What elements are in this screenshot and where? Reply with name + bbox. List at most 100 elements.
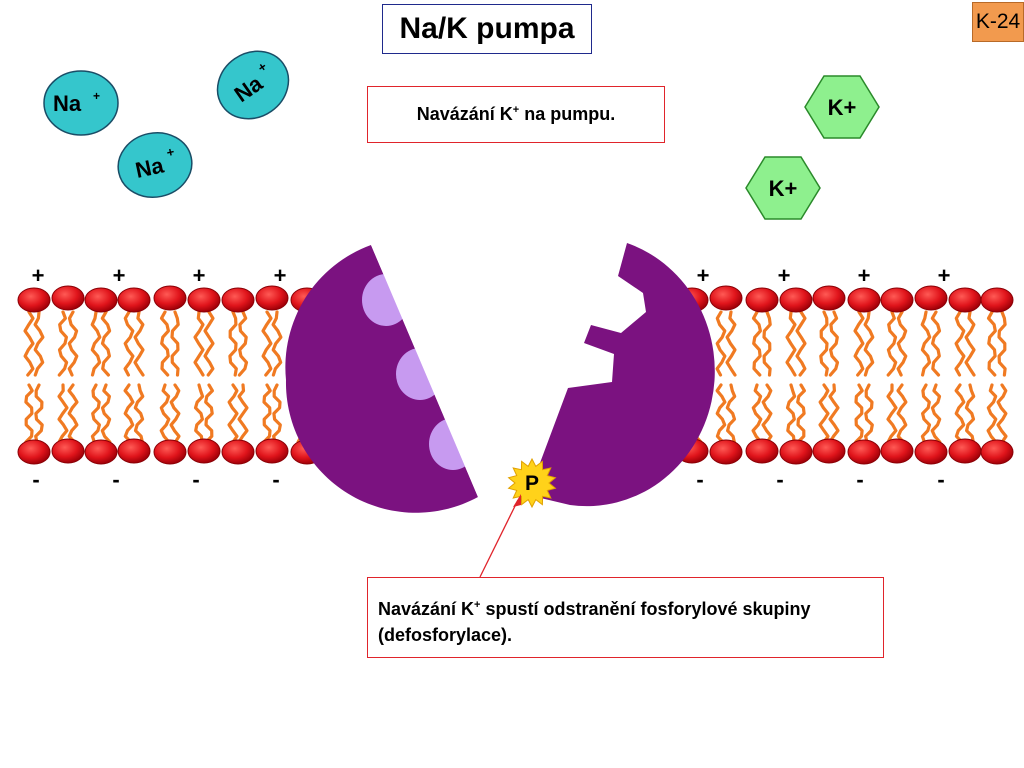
lipid-tail [954, 310, 966, 377]
lipid-tail [762, 310, 772, 377]
lipid-head [153, 439, 187, 465]
sodium-ion: Na + [117, 132, 193, 198]
minus-sign: - [776, 467, 783, 492]
lipid-tail [751, 310, 762, 377]
lipid-head [17, 287, 51, 313]
slide-title-text: Na/K pumpa [399, 12, 575, 45]
lipid-head [914, 285, 948, 311]
lipid-tail [67, 383, 79, 444]
lipid-head [221, 287, 255, 313]
membrane-minus-signs: - - - - - - - - [32, 467, 944, 492]
note-top-prefix: Navázání K [416, 104, 513, 124]
lipid-tail [725, 383, 737, 444]
note-bottom-suffix: spustí odstranění fosforylové skupiny (d… [378, 599, 811, 645]
minus-sign: - [112, 467, 119, 492]
note-bottom-prefix: Navázání K [378, 599, 475, 619]
lipid-tail [954, 383, 966, 444]
lipid-tail [23, 310, 35, 377]
plus-sign: + [858, 263, 871, 288]
lipid-tail [930, 310, 942, 377]
lipid-tail [996, 383, 1008, 444]
sodium-ion: Na + [216, 50, 290, 120]
lipid-tail [751, 383, 763, 444]
lipid-tail [964, 310, 976, 377]
plus-sign: + [113, 263, 126, 288]
minus-sign: - [192, 467, 199, 492]
lipid-head [980, 287, 1014, 313]
potassium-ion: K+ [745, 156, 821, 220]
lipid-tail [159, 310, 170, 377]
lipid-head [779, 439, 813, 465]
lipid-head [187, 438, 221, 464]
lipid-head [880, 287, 914, 313]
lipid-tail [90, 383, 101, 444]
minus-sign: - [856, 467, 863, 492]
lipid-tail [785, 383, 797, 444]
lipid-tail [100, 383, 112, 444]
plus-sign: + [32, 263, 45, 288]
lipid-tail [123, 383, 135, 444]
plus-sign: + [274, 263, 287, 288]
sodium-charge: + [165, 144, 176, 160]
lipid-head [847, 287, 881, 313]
lipid-head [153, 285, 187, 311]
sodium-ion: Na + [43, 70, 119, 136]
lipid-tail [193, 310, 205, 377]
lipid-tail [203, 310, 215, 377]
lipid-tail [261, 310, 273, 377]
lipid-tail [262, 383, 272, 444]
slide-number-badge: K-24 [972, 2, 1024, 42]
lipid-tail [818, 383, 830, 444]
lipid-tail [886, 383, 898, 444]
lipid-tail [828, 383, 840, 444]
membrane-plus-signs: + + + + + + + + [32, 263, 951, 288]
note-dephosphorylation: Navázání K+ spustí odstranění fosforylov… [367, 577, 884, 658]
lipid-head [847, 439, 881, 465]
minus-sign: - [272, 467, 279, 492]
lipid-tail [886, 310, 898, 377]
lipid-tail [57, 383, 69, 444]
lipid-head [255, 285, 289, 311]
lipid-head [980, 439, 1014, 465]
lipid-head [914, 439, 948, 465]
lipid-tail [864, 383, 874, 444]
lipid-tail [204, 383, 214, 444]
phosphate-label: P [525, 472, 539, 495]
lipid-tail [67, 310, 79, 377]
sodium-label: Na [133, 152, 166, 182]
slide-number-text: K-24 [975, 10, 1021, 33]
lipid-tail [828, 310, 840, 377]
lipid-head [84, 439, 118, 465]
lipid-head [51, 285, 85, 311]
lipid-tail [169, 383, 181, 444]
lipid-tail [896, 383, 908, 444]
plus-sign: + [778, 263, 791, 288]
lipid-tail [854, 383, 864, 444]
lipid-tail [785, 310, 797, 377]
lipid-tail [986, 383, 998, 444]
lipid-tail [272, 383, 282, 444]
lipid-head [255, 438, 289, 464]
lipid-tail [964, 383, 976, 444]
note-top-sup: + [512, 104, 520, 116]
lipid-tail [159, 383, 171, 444]
lipid-tail [725, 310, 737, 377]
lipid-tail [819, 310, 829, 377]
minus-sign: - [32, 467, 39, 492]
lipid-tail [170, 310, 180, 377]
lipid-tail [796, 383, 806, 444]
lipid-head [17, 439, 51, 465]
pointer-line [479, 499, 519, 578]
lipid-head [948, 438, 982, 464]
lipid-tail [133, 383, 145, 444]
lipid-head [51, 438, 85, 464]
lipid-tail [920, 310, 932, 377]
lipid-tail [761, 383, 773, 444]
lipid-tail [34, 383, 44, 444]
lipid-head [84, 287, 118, 313]
note-k-binding: Navázání K+ na pumpu. [367, 86, 665, 143]
lipid-tail [33, 310, 45, 377]
lipid-tail [853, 310, 865, 377]
lipid-tail [100, 310, 112, 377]
